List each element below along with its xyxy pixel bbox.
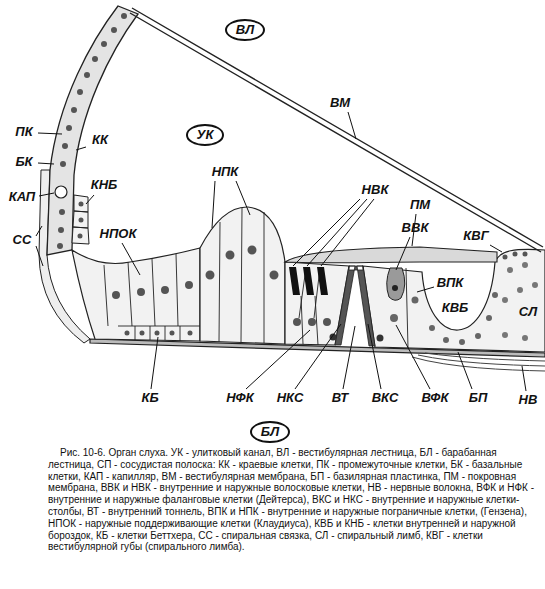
structure-abbreviation: БК: [15, 154, 32, 170]
structure-abbreviation: БП: [469, 390, 488, 406]
structure-abbreviation: НВ: [519, 392, 538, 408]
structure-abbreviation: ПМ: [410, 197, 430, 213]
outer-hair-cells: [289, 267, 328, 295]
limbus-nuclei: [502, 262, 538, 341]
structure-abbreviation: ВФК: [421, 390, 448, 406]
stria-vascularis: [47, 6, 138, 255]
region-oval: ВЛ: [225, 19, 265, 41]
outer-sulcus-cells: [72, 195, 89, 244]
stria-nuclei: [57, 13, 127, 249]
structure-abbreviation: КК: [92, 132, 108, 148]
structure-abbreviation: НПК: [212, 164, 239, 180]
outer-sulcus-nuclei: [78, 202, 84, 239]
structure-abbreviation: ВМ: [330, 95, 350, 111]
cell-nuclei: [112, 281, 193, 336]
structure-abbreviation: КБ: [141, 390, 158, 406]
structure-abbreviation: НФК: [226, 390, 254, 406]
claudius-cells: [72, 248, 200, 341]
leader-lines: [36, 112, 526, 391]
region-abbreviation: ВЛ: [236, 22, 254, 38]
inner-hair-cell: [387, 268, 405, 300]
region-oval: БЛ: [250, 421, 290, 443]
structure-abbreviation: СЛ: [519, 304, 537, 320]
structure-abbreviation: КВГ: [463, 228, 488, 244]
structure-abbreviation: ВКС: [372, 390, 399, 406]
structure-abbreviation: ВТ: [332, 390, 349, 406]
structure-abbreviation: ВВК: [402, 220, 429, 236]
region-oval: УК: [186, 124, 225, 146]
figure-caption: Рис. 10-6. Орган слуха. УК - улитковый к…: [48, 447, 542, 553]
structure-abbreviation: НКС: [277, 390, 304, 406]
cell-borders: [219, 208, 264, 343]
cell-borders: [406, 268, 408, 348]
structure-abbreviation: КНБ: [91, 177, 118, 193]
structure-abbreviation: НВК: [362, 182, 389, 198]
vestibular-membrane: [130, 8, 543, 252]
vestibular-lip-cells: [503, 252, 528, 260]
cell-borders: [104, 254, 200, 341]
hensen-cells: [200, 207, 285, 344]
inner-cells-and-limbus: [363, 249, 545, 352]
capillary: [55, 186, 67, 198]
inner-hair-cell-nucleus: [392, 285, 398, 291]
cell-nuclei: [206, 246, 279, 280]
pillar-nuclei: [330, 334, 384, 342]
nerve-fibres: [412, 353, 545, 371]
region-abbreviation: БЛ: [261, 424, 279, 440]
structure-abbreviation: ПК: [15, 124, 32, 140]
cell-nuclei: [293, 318, 331, 326]
structure-abbreviation: КАП: [9, 189, 35, 205]
pillar-cells: [335, 266, 375, 346]
structure-abbreviation: ВПК: [437, 275, 464, 291]
region-abbreviation: УК: [197, 127, 214, 143]
cell-nuclei: [390, 292, 498, 345]
structure-abbreviation: СС: [13, 232, 32, 248]
structure-abbreviation: НПОК: [100, 226, 137, 242]
structure-abbreviation: КВБ: [442, 300, 469, 316]
